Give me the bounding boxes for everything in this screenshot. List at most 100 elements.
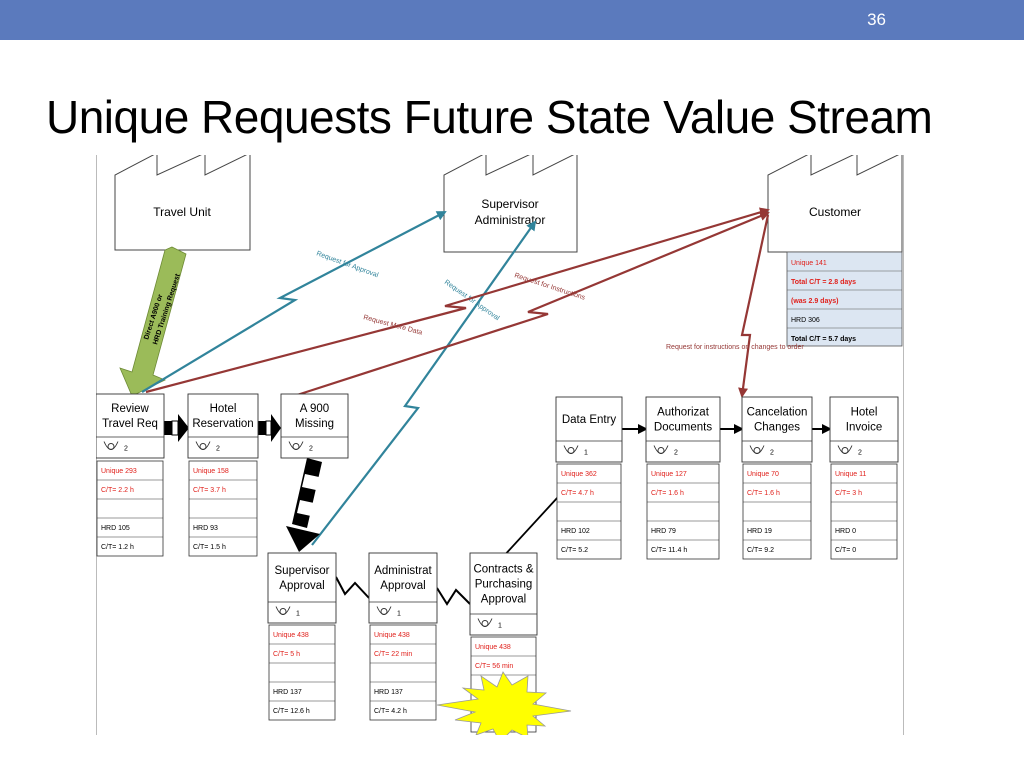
zigzag-admin-contracts — [436, 587, 471, 606]
supervisor-label: Supervisor — [481, 197, 538, 211]
data-box — [830, 463, 898, 560]
operator-count: 2 — [216, 446, 220, 453]
data-box — [556, 463, 622, 560]
value-stream-map: Travel Unit Supervisor Administrator Cus… — [95, 152, 904, 743]
hrd-count: HRD 137 — [374, 689, 403, 696]
operator-head-icon — [753, 447, 761, 454]
line-contracts-dataentry — [501, 496, 559, 559]
customer-hrd: HRD 306 — [791, 317, 820, 324]
process-title: Missing — [295, 418, 334, 430]
process-title: Cancelation — [747, 407, 808, 419]
push-arrow-hotel-a900 — [258, 414, 281, 442]
operator-head-icon — [567, 447, 575, 454]
process-title: Hotel — [851, 407, 878, 419]
operator-count: 1 — [498, 623, 502, 630]
process-title: Approval — [380, 580, 425, 592]
slide-number: 36 — [867, 10, 886, 29]
customer-total-ct: Total C/T = 2.8 days — [791, 279, 856, 286]
process-title: Hotel — [210, 403, 237, 415]
operator-count: 2 — [674, 450, 678, 457]
cycle-time: C/T= 3 h — [835, 490, 862, 497]
operator-head-icon — [107, 443, 115, 450]
process-title: Purchasing — [475, 579, 533, 591]
hrd-count: HRD 0 — [835, 528, 856, 535]
operator-head-icon — [292, 443, 300, 450]
process-box — [469, 552, 538, 636]
process-box — [368, 552, 438, 624]
maroon-info-arrow-3 — [738, 214, 770, 398]
unique-count: Unique 293 — [101, 468, 137, 475]
total-cycle-time: C/T= 0 — [835, 547, 856, 554]
push-arrow-review-hotel — [164, 414, 189, 442]
customer-was: (was 2.9 days) — [791, 298, 838, 305]
slide-title: Unique Requests Future State Value Strea… — [46, 91, 933, 143]
teal-info-arrow-1 — [141, 211, 447, 393]
unique-count: Unique 362 — [561, 471, 597, 478]
total-cycle-time: C/T= 1.5 h — [193, 544, 226, 551]
total-cycle-time: C/T= 11.4 h — [651, 547, 687, 554]
kaizen-burst — [436, 671, 572, 743]
total-cycle-time: C/T= 1.2 h — [101, 544, 134, 551]
cycle-time: C/T= 2.2 h — [101, 487, 134, 494]
process-title: Administrat — [374, 565, 432, 577]
green-push-arrow: Direct A900 or HRD Training Request — [119, 246, 187, 397]
zigzag-supervisor-admin — [335, 576, 370, 599]
process-title: Contracts & — [473, 564, 533, 576]
operator-count: 2 — [858, 450, 862, 457]
operator-count: 2 — [124, 446, 128, 453]
vsm-canvas: Travel Unit Supervisor Administrator Cus… — [95, 152, 904, 743]
customer-label: Customer — [809, 205, 861, 219]
administrator-label: Administrator — [475, 213, 546, 227]
customer-factory: Customer — [767, 152, 903, 253]
customer-unique: Unique 141 — [791, 260, 827, 267]
process-title: Approval — [279, 580, 324, 592]
data-box — [646, 463, 720, 560]
data-box — [742, 463, 812, 560]
data-box — [268, 624, 336, 721]
unique-count: Unique 127 — [651, 471, 687, 478]
operator-head-icon — [199, 443, 207, 450]
request-approval-label-2: Request for Approval — [443, 279, 501, 322]
travel-unit-factory: Travel Unit — [114, 152, 251, 251]
process-title: Approval — [481, 594, 526, 606]
customer-total-ct-2: Total C/T = 5.7 days — [791, 336, 856, 343]
request-instructions-label: Request for Instructions — [513, 272, 586, 302]
cycle-time: C/T= 3.7 h — [193, 487, 226, 494]
maroon-info-arrow-2 — [296, 211, 770, 397]
unique-count: Unique 438 — [273, 632, 309, 639]
total-cycle-time: C/T= 12.6 h — [273, 708, 310, 715]
process-title: Travel Req — [102, 418, 158, 430]
unique-count: Unique 70 — [747, 471, 779, 478]
supervisor-administrator-factory: Supervisor Administrator — [443, 152, 578, 253]
total-cycle-time: C/T= 5.2 — [561, 547, 588, 554]
hrd-count: HRD 79 — [651, 528, 676, 535]
hrd-count: HRD 102 — [561, 528, 590, 535]
operator-head-icon — [279, 608, 287, 615]
teal-info-arrow-2 — [311, 220, 537, 546]
hrd-count: HRD 93 — [193, 525, 218, 532]
customer-data-box: Unique 141 Total C/T = 2.8 days (was 2.9… — [786, 251, 903, 347]
push-arrow-a900-supervisor — [286, 458, 322, 552]
process-title: Documents — [654, 422, 712, 434]
process-title: Invoice — [846, 422, 882, 434]
cycle-time: C/T= 22 min — [374, 651, 412, 658]
total-cycle-time: C/T= 4.2 h — [374, 708, 407, 715]
hrd-count: HRD 19 — [747, 528, 772, 535]
process-title: A 900 — [300, 403, 329, 415]
operator-head-icon — [481, 620, 489, 627]
hrd-count: HRD 137 — [273, 689, 302, 696]
data-box — [369, 624, 437, 721]
process-title: Data Entry — [562, 414, 617, 426]
hrd-count: HRD 105 — [101, 525, 130, 532]
cycle-time: C/T= 4.7 h — [561, 490, 594, 497]
operator-count: 2 — [309, 446, 313, 453]
